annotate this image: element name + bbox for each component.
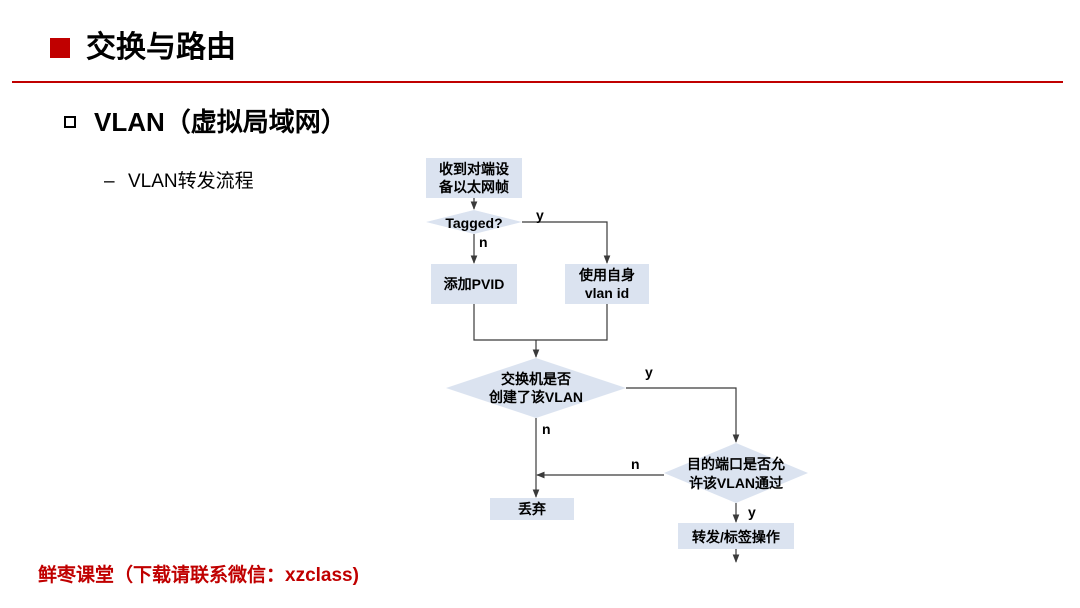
slide-title: 交换与路由 (86, 31, 236, 64)
node-discard (490, 498, 574, 520)
footer-watermark-text: 鲜枣课堂（下载请联系微信：xzclass) (38, 565, 359, 586)
node-vlan-created-line2: 创建了该VLAN (488, 389, 583, 405)
label-tagged-no: n (479, 234, 488, 250)
label-port-no: n (631, 456, 640, 472)
node-forward (678, 523, 794, 549)
node-receive-line2: 备以太网帧 (438, 179, 509, 195)
label-tagged-yes: y (536, 207, 544, 223)
title-divider (12, 81, 1063, 83)
node-forward-text: 转发/标签操作 (692, 529, 780, 545)
node-vlan-created-line1: 交换机是否 (501, 371, 571, 387)
node-vlan-created-decision (446, 358, 626, 418)
label-vlan-yes: y (645, 364, 653, 380)
node-port-allowed-decision (664, 443, 808, 503)
edge-use-own-merge (536, 304, 608, 341)
node-add-pvid (431, 264, 517, 304)
node-receive-frame (426, 158, 522, 198)
node-port-allowed-line1: 目的端口是否允 (687, 456, 785, 472)
node-tagged-text: Tagged? (445, 215, 502, 231)
edge-add-pvid-merge (473, 304, 536, 341)
node-tagged-decision (426, 210, 522, 234)
edge-vlan-yes (626, 387, 740, 443)
node-port-allowed-line2: 许该VLAN通过 (689, 475, 783, 491)
bullet-square-icon (64, 116, 76, 128)
sub-bullet-dash: – (104, 171, 115, 192)
node-use-own-line2: vlan id (585, 285, 629, 301)
sub-bullet-text: VLAN转发流程 (128, 171, 254, 192)
bullet-heading: VLAN（虚拟局域网） (94, 107, 347, 137)
node-use-own-line1: 使用自身 (578, 267, 635, 283)
node-discard-text: 丢弃 (518, 501, 546, 517)
title-marker (50, 38, 70, 58)
label-port-yes: y (748, 504, 756, 520)
edge-tagged-yes (522, 221, 611, 264)
node-add-pvid-text: 添加PVID (444, 276, 505, 292)
node-receive-line1: 收到对端设 (439, 161, 510, 177)
node-use-own-vlan (565, 264, 649, 304)
label-vlan-no: n (542, 421, 551, 437)
